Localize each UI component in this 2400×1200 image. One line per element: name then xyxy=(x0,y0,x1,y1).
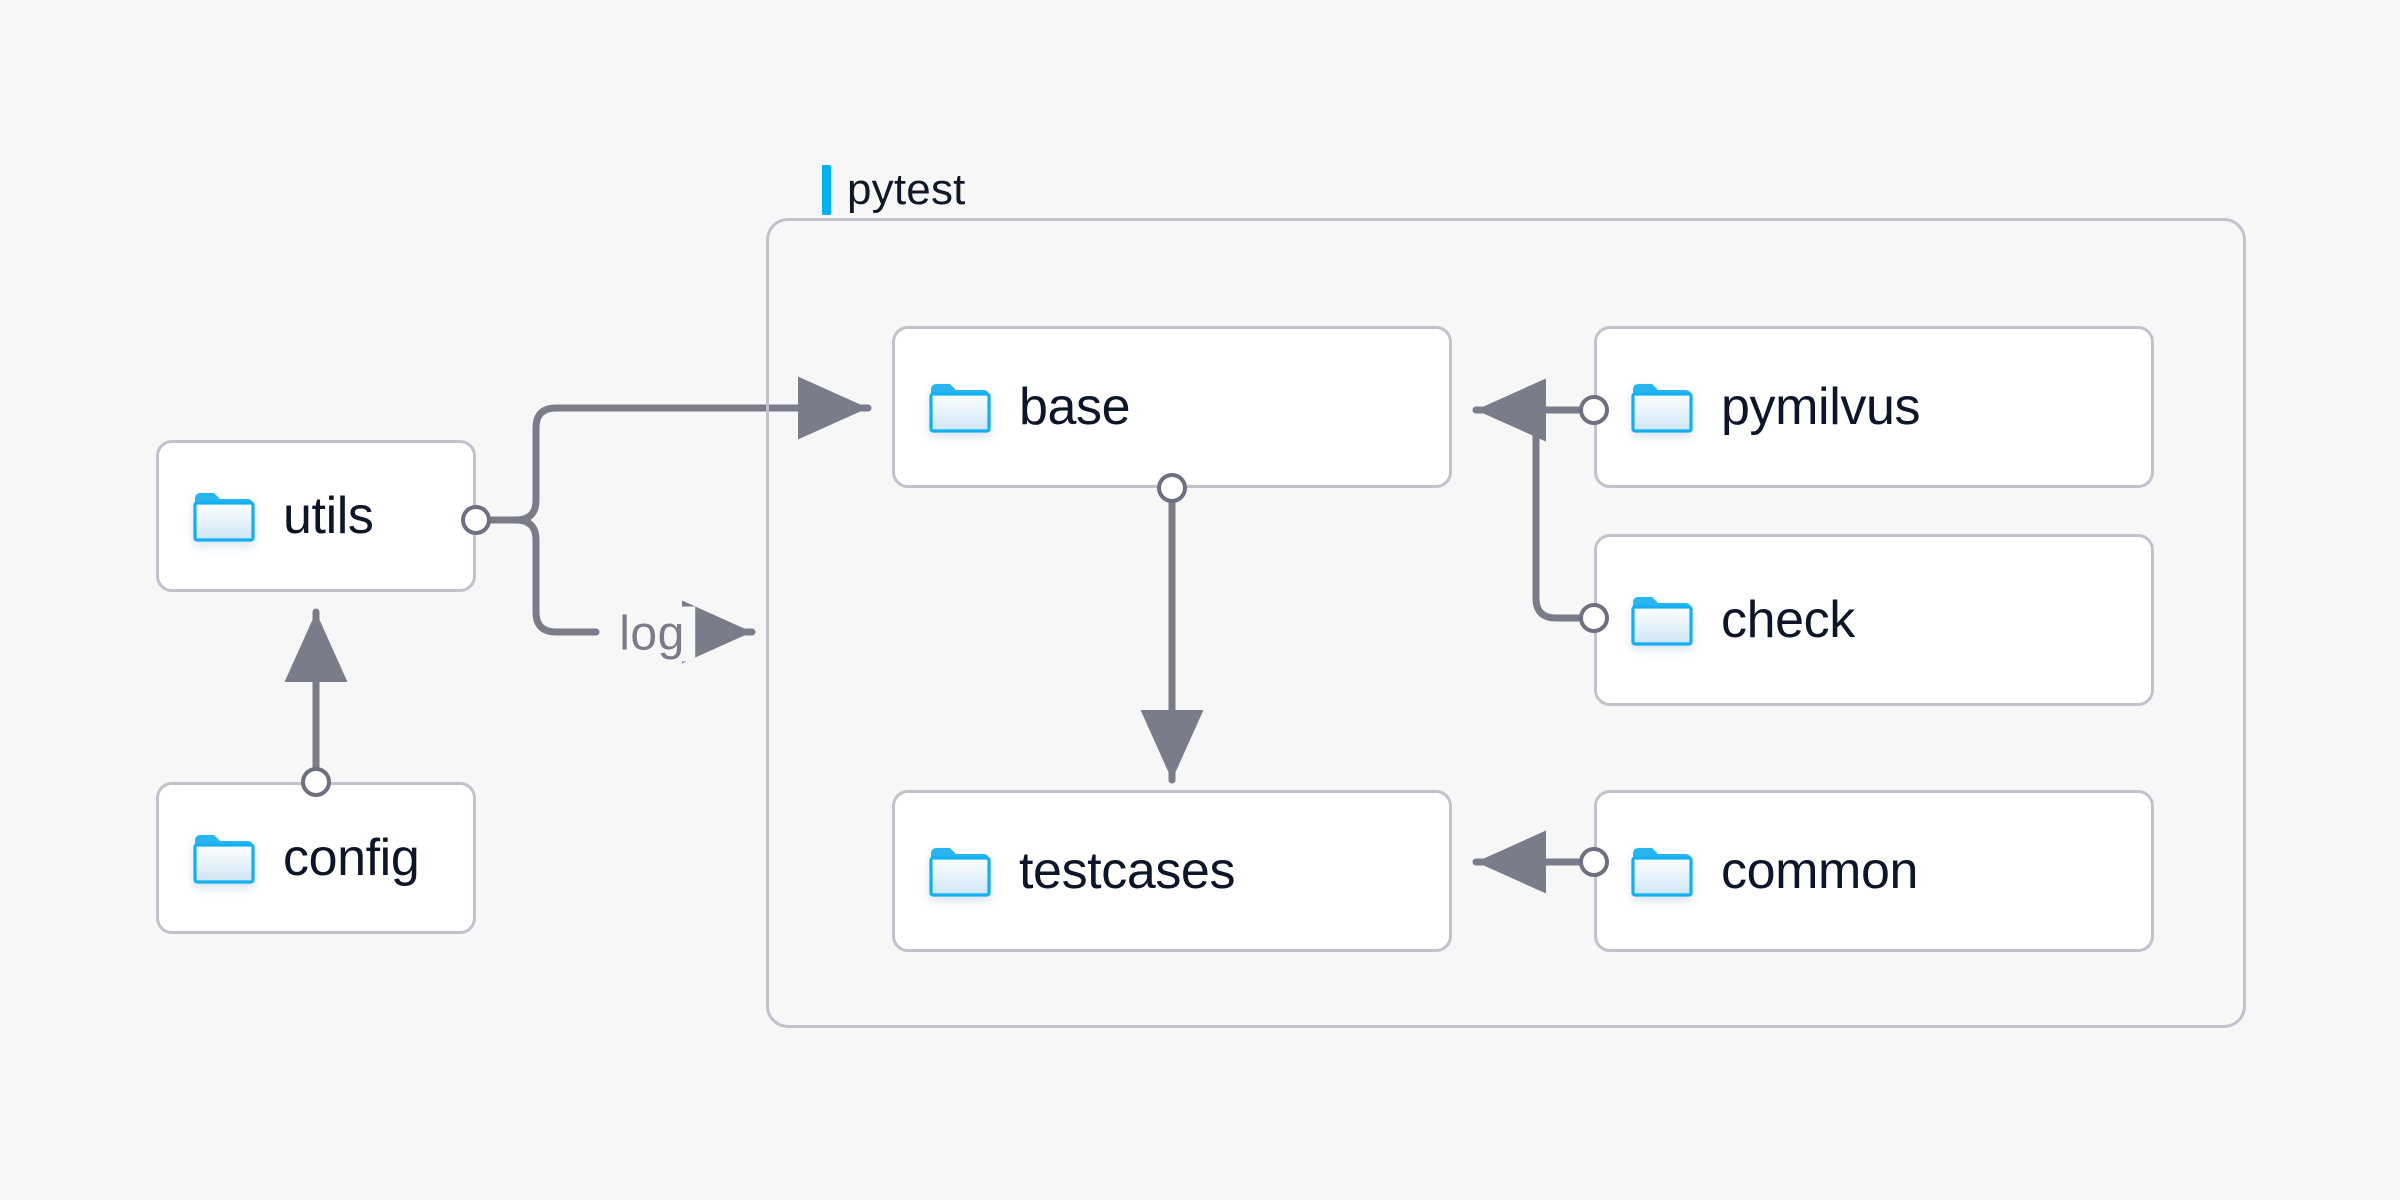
node-pymilvus[interactable]: pymilvus xyxy=(1594,326,2154,488)
edge-label-log: log xyxy=(609,606,695,662)
port-config-top[interactable] xyxy=(301,767,331,797)
group-pytest-label-text: pytest xyxy=(847,165,966,214)
group-pytest[interactable] xyxy=(766,218,2246,1028)
node-common-label: common xyxy=(1721,842,1918,900)
node-check[interactable]: check xyxy=(1594,534,2154,706)
folder-icon xyxy=(1631,381,1693,433)
node-testcases-label: testcases xyxy=(1019,842,1236,900)
port-utils-right[interactable] xyxy=(461,505,491,535)
node-base-label: base xyxy=(1019,378,1131,436)
node-utils[interactable]: utils xyxy=(156,440,476,592)
folder-icon xyxy=(193,490,255,542)
node-pymilvus-label: pymilvus xyxy=(1721,378,1921,436)
edge-utils-to-log xyxy=(487,516,600,636)
group-pytest-label: pytest xyxy=(812,162,980,218)
node-utils-label: utils xyxy=(283,487,374,545)
node-testcases[interactable]: testcases xyxy=(892,790,1452,952)
folder-icon xyxy=(1631,845,1693,897)
node-common[interactable]: common xyxy=(1594,790,2154,952)
port-base-bottom[interactable] xyxy=(1157,473,1187,503)
port-pymilvus-left[interactable] xyxy=(1579,395,1609,425)
node-check-label: check xyxy=(1721,591,1855,649)
port-check-left[interactable] xyxy=(1579,603,1609,633)
folder-icon xyxy=(929,845,991,897)
folder-icon xyxy=(1631,594,1693,646)
folder-icon xyxy=(193,832,255,884)
port-common-left[interactable] xyxy=(1579,847,1609,877)
folder-icon xyxy=(929,381,991,433)
node-config-label: config xyxy=(283,829,420,887)
accent-bar-icon xyxy=(822,165,831,215)
node-config[interactable]: config xyxy=(156,782,476,934)
node-base[interactable]: base xyxy=(892,326,1452,488)
